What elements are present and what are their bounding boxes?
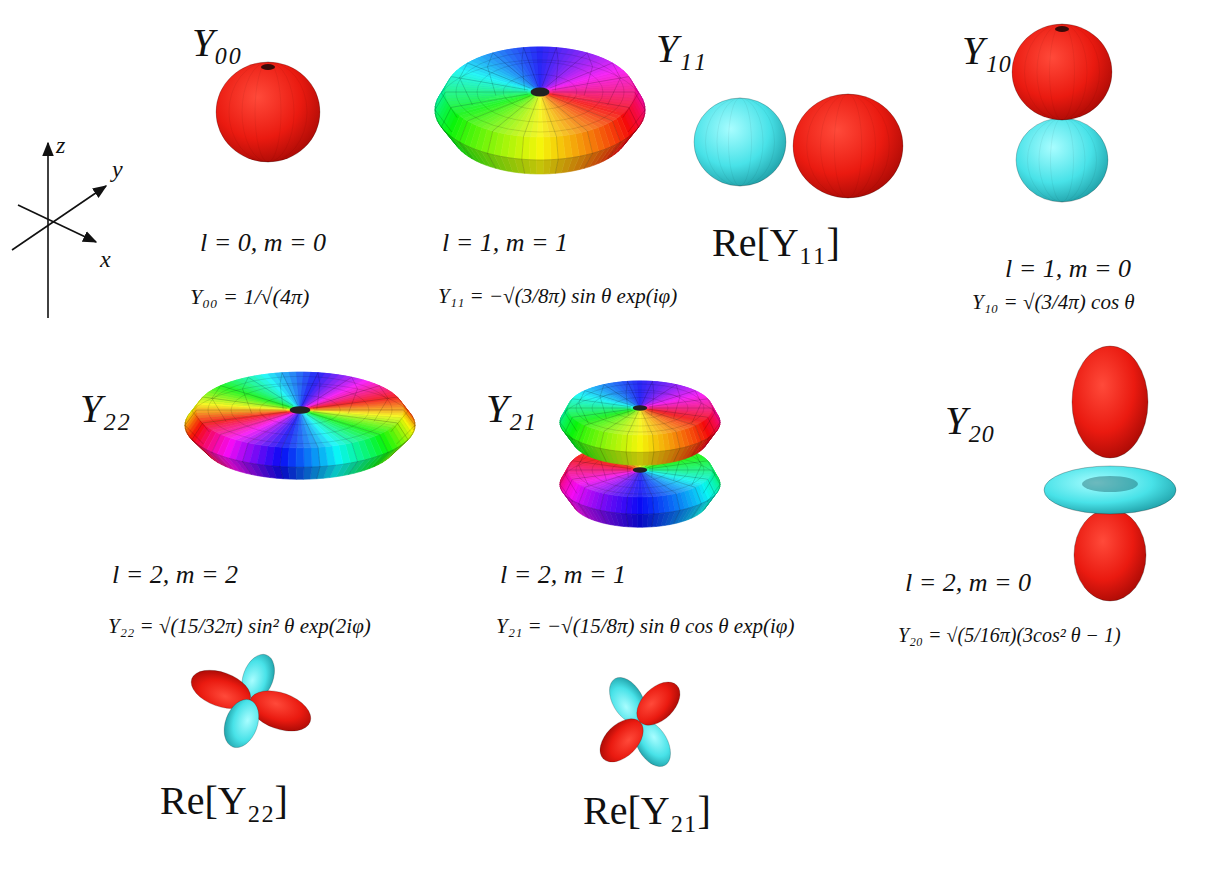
positive-lobe [1012,24,1112,120]
harmonic-symbol: Y₂₁ [486,386,536,432]
formula: Y₂₁ = −√(15/8π) sin θ cos θ exp(iφ) [496,614,794,638]
y22-torus [185,372,415,479]
axis-line [47,143,49,318]
axis-label: x [100,246,111,274]
formula: Y₀₀ = 1/√(4π) [190,284,309,309]
quantum-numbers: l = 0, m = 0 [200,228,326,258]
formula: Y₂₀ = √(5/16π)(3cos² θ − 1) [898,624,1121,647]
y21-upper-torus [560,381,720,465]
axis-label: y [112,156,123,184]
dz2-orbital [1044,346,1176,601]
real-part-label: Re[Y₂₂] [160,778,288,824]
positive-lobe [793,94,903,198]
quantum-numbers: l = 2, m = 2 [112,560,238,590]
quantum-numbers: l = 2, m = 0 [905,568,1031,598]
formula: Y₁₀ = √(3/4π) cos θ [972,290,1135,314]
y21-lower-torus [560,443,720,527]
harmonic-symbol: Y₀₀ [192,20,242,66]
harmonic-symbol: Y₂₀ [945,398,995,444]
quantum-numbers: l = 2, m = 1 [500,560,626,590]
dxy-orbital [186,650,316,753]
negative-lobe [1016,118,1108,202]
axis-label: z [56,132,65,160]
dxz-orbital [592,671,688,773]
formula: Y₂₂ = √(15/32π) sin² θ exp(2iφ) [108,614,371,638]
negative-lobe [694,98,786,186]
harmonic-symbol: Y₁₀ [962,28,1012,74]
real-part-label: Re[Y₂₁] [583,788,711,834]
axis-line [18,205,96,242]
axes [12,143,106,318]
real-part-label: Re[Y₁₁] [712,220,840,266]
formula: Y₁₁ = −√(3/8π) sin θ exp(iφ) [438,284,677,308]
axis-line [12,186,106,250]
quantum-numbers: l = 1, m = 0 [1005,254,1131,284]
s-orbital-sphere [216,62,320,162]
harmonic-symbol: Y₁₁ [656,26,706,72]
quantum-numbers: l = 1, m = 1 [442,228,568,258]
y11-torus [435,47,645,174]
harmonic-symbol: Y₂₂ [80,386,130,432]
